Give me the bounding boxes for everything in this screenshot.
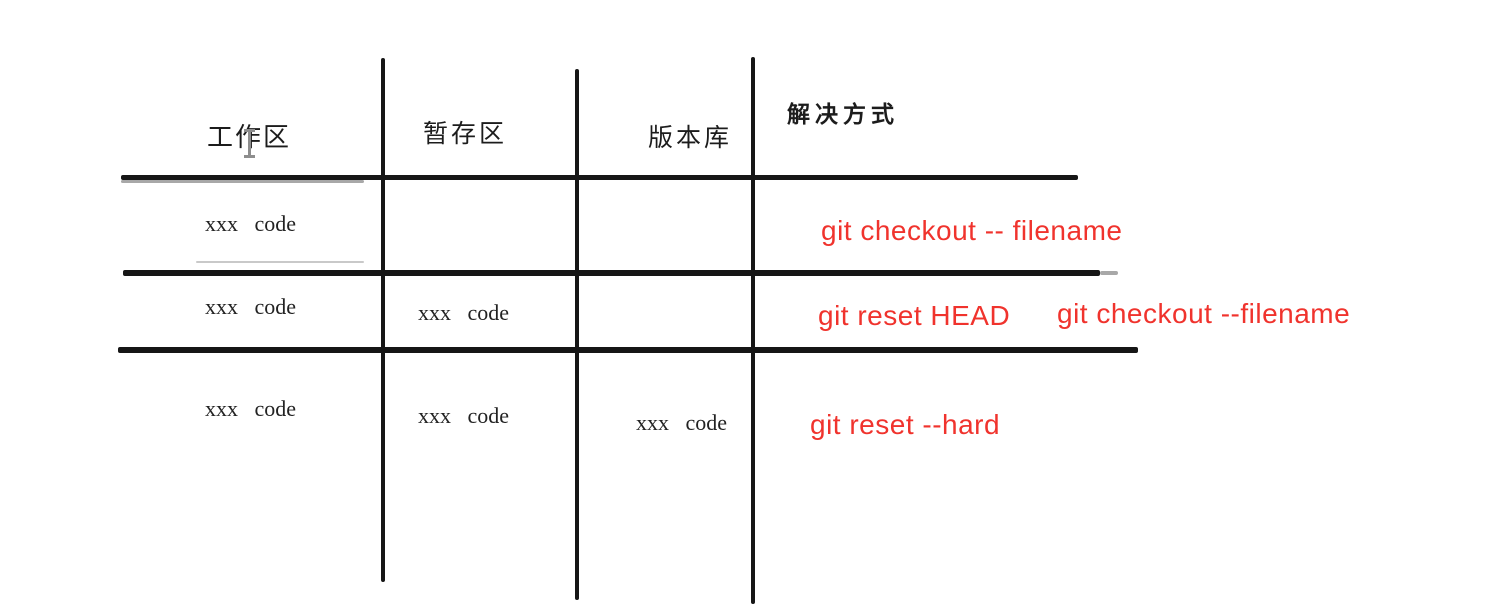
row-divider-under-header-grey-shadow (121, 180, 364, 183)
row1-faint-grey-underline (196, 261, 364, 263)
column-divider-stage-repo (575, 69, 579, 600)
row-divider-under-row1 (123, 270, 1100, 276)
row-divider-under-row2 (118, 347, 1138, 353)
ibeam-top-serif (244, 129, 255, 132)
row-divider-under-row1-grey-tail (1100, 271, 1118, 275)
command-row3-git-reset-hard: git reset --hard (810, 409, 1001, 440)
command-row2-git-reset-head: git reset HEAD (818, 300, 1011, 331)
ibeam-stem (248, 131, 251, 156)
header-solution: 解决方式 (787, 102, 899, 127)
cell-row2-staging-code: xxx code (418, 300, 510, 325)
column-divider-work-stage (381, 58, 385, 582)
command-row1-git-checkout: git checkout -- filename (821, 215, 1123, 246)
header-repository: 版本库 (648, 125, 733, 152)
cell-row3-staging-code: xxx code (418, 403, 510, 428)
cell-row1-working-code: xxx code (205, 211, 297, 236)
cell-row3-repo-code: xxx code (636, 410, 728, 435)
cell-row3-working-code: xxx code (205, 396, 297, 421)
row-divider-under-header (121, 175, 1078, 180)
column-divider-repo-solution (751, 57, 755, 604)
text-cursor-ibeam-icon (243, 129, 255, 158)
ibeam-bottom-serif (244, 155, 255, 158)
command-row2-git-checkout: git checkout --filename (1057, 298, 1351, 329)
cell-row2-working-code: xxx code (205, 294, 297, 319)
header-staging-area: 暂存区 (423, 121, 508, 148)
